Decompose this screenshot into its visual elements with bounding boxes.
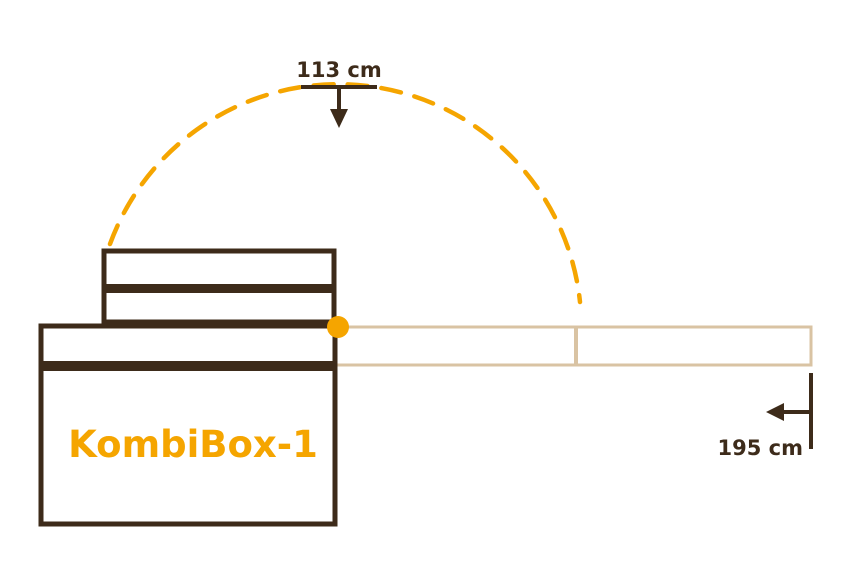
- extension-panel-outline: [333, 325, 813, 367]
- top-box-stripe: [104, 284, 334, 293]
- length-dimension-label: 195 cm: [718, 436, 803, 460]
- height-dimension-label: 113 cm: [296, 58, 381, 82]
- main-box-outline: [38, 323, 338, 527]
- height-dimension-arrowhead-icon: [330, 109, 348, 128]
- product-label: KombiBox-1: [68, 423, 318, 466]
- top-box: [101, 248, 337, 325]
- length-dimension-arrowhead-icon: [766, 403, 784, 421]
- height-dimension: 113 cm: [296, 58, 382, 128]
- pivot-dot: [327, 316, 349, 338]
- main-box-stripe: [39, 361, 337, 371]
- main-box: KombiBox-1: [38, 323, 338, 527]
- length-dimension: 195 cm: [718, 373, 813, 460]
- extension-panel: [333, 325, 813, 367]
